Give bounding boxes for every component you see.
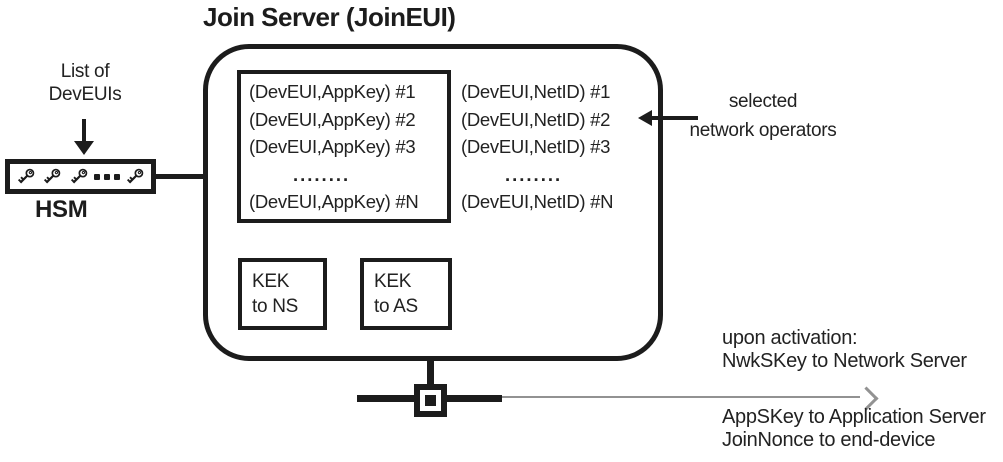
hsm-caption-line2: DevEUIs xyxy=(48,84,122,105)
appkey-row: (DevEUI,AppKey) #1 xyxy=(249,81,416,102)
appkey-row: (DevEUI,AppKey) #3 xyxy=(249,136,416,157)
kek-ns-line2: to NS xyxy=(252,296,299,317)
appskey-label: AppSKey to Application Server xyxy=(722,406,986,428)
selected-operators-label: selected network operators xyxy=(658,87,868,145)
kek-as-line2: to AS xyxy=(374,296,418,317)
hsm-caption-line1: List of xyxy=(60,61,110,82)
key-icon xyxy=(17,168,35,183)
caption-to-hsm-arrow-line xyxy=(82,119,86,142)
key-icon xyxy=(70,168,87,183)
ellipsis-dots-icon xyxy=(93,173,120,180)
hsm-label: HSM xyxy=(35,196,88,223)
appkey-row: (DevEUI,AppKey) #N xyxy=(249,191,419,212)
netid-row: (DevEUI,NetID) #1 xyxy=(461,81,611,102)
netid-row: (DevEUI,NetID) #N xyxy=(461,191,614,212)
kek-as-line1: KEK xyxy=(374,271,412,292)
kek-ns-line1: KEK xyxy=(252,271,290,292)
appkey-list-box: (DevEUI,AppKey) #1 (DevEUI,AppKey) #2 (D… xyxy=(237,70,451,223)
upon-activation-label: upon activation: xyxy=(722,327,858,349)
nwkskey-label: NwkSKey to Network Server xyxy=(722,350,967,372)
kek-to-ns-box: KEK to NS xyxy=(238,258,327,330)
connector-stub-line xyxy=(427,358,434,386)
kek-to-as-box: KEK to AS xyxy=(360,258,452,330)
netid-row: (DevEUI,NetID) #2 xyxy=(461,108,611,130)
diagram-title: Join Server (JoinEUI) xyxy=(203,2,456,32)
hsm-caption: List of DevEUIs xyxy=(29,60,141,106)
hsm-to-server-arrow-line xyxy=(156,174,222,179)
selected-operators-arrow-line xyxy=(651,116,698,120)
hsm-box xyxy=(5,159,156,194)
netid-ellipsis-row: ........ xyxy=(505,163,563,185)
key-icon xyxy=(126,168,144,183)
appkey-ellipsis-row: ........ xyxy=(293,163,351,185)
caption-to-hsm-arrowhead-icon xyxy=(74,141,94,155)
key-icon xyxy=(44,168,61,183)
appkey-row: (DevEUI,AppKey) #2 xyxy=(249,108,416,130)
netid-list: (DevEUI,NetID) #1 (DevEUI,NetID) #2 (Dev… xyxy=(461,78,661,216)
selected-operators-line2: network operators xyxy=(689,120,837,141)
activation-arrow-line xyxy=(502,396,860,398)
netid-row: (DevEUI,NetID) #3 xyxy=(461,136,611,157)
selected-operators-arrowhead-icon xyxy=(638,110,652,126)
connector-node-icon xyxy=(414,384,447,417)
joinnonce-label: JoinNonce to end-device xyxy=(722,429,936,451)
selected-operators-line1: selected xyxy=(728,91,798,112)
